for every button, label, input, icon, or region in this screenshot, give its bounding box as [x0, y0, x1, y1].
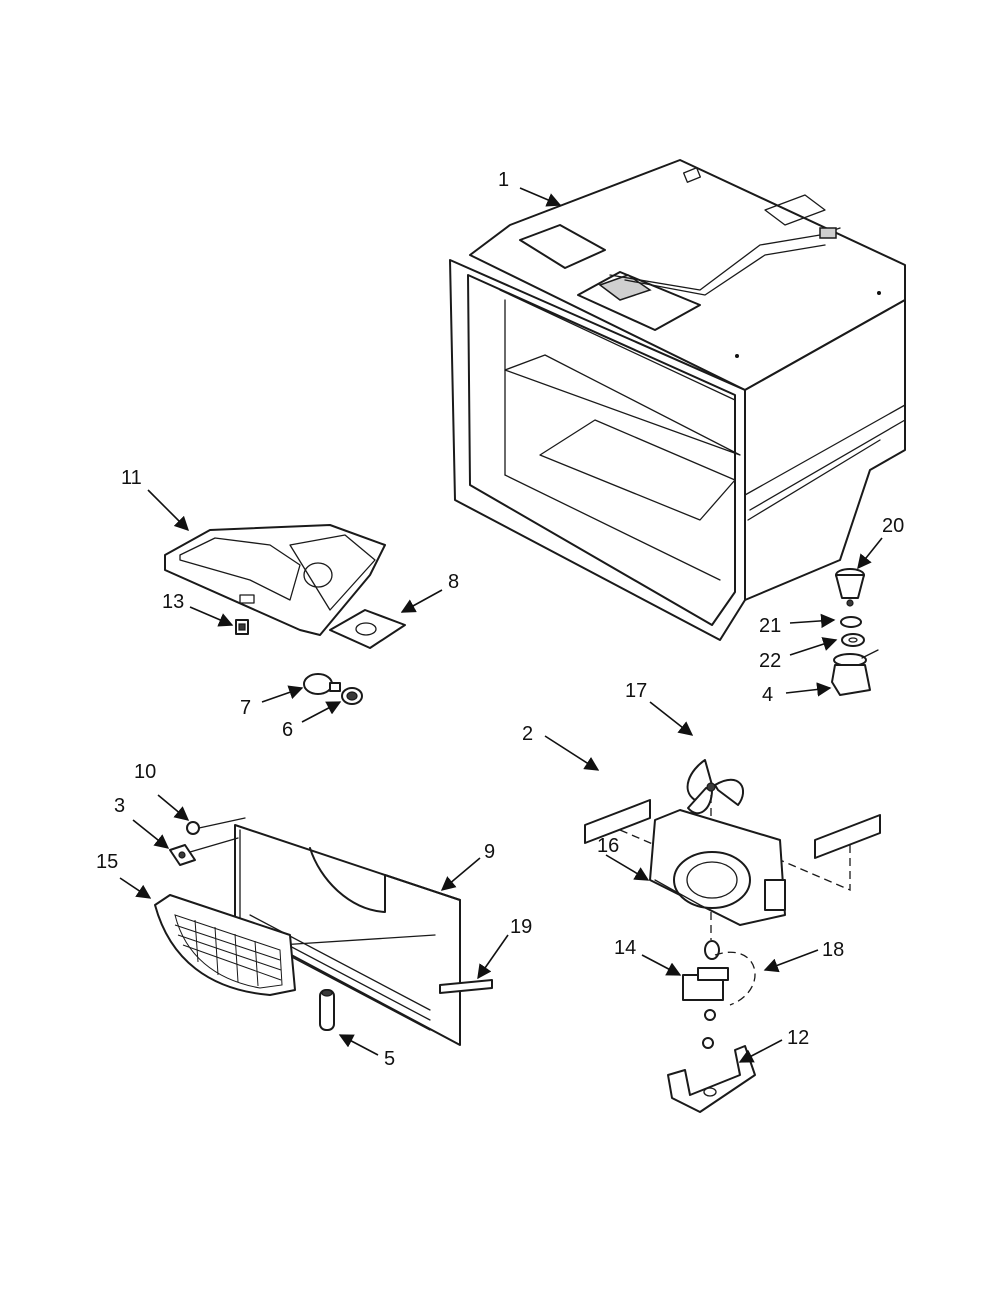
svg-text:17: 17: [625, 680, 647, 702]
svg-text:8: 8: [448, 571, 459, 593]
callout-4: 4: [762, 682, 832, 706]
o-ring-part-21: [840, 616, 862, 628]
svg-text:1: 1: [498, 169, 509, 191]
callout-21: 21: [759, 613, 836, 637]
callout-3: 3: [114, 795, 170, 849]
callout-20: 20: [857, 515, 904, 570]
screw-part-10: [186, 817, 246, 835]
callout-9: 9: [440, 841, 495, 891]
callout-5: 5: [338, 1034, 395, 1070]
grille-part-15: [154, 894, 296, 996]
callout-7: 7: [240, 685, 304, 719]
svg-text:2: 2: [522, 723, 533, 745]
callout-14: 14: [614, 937, 682, 976]
fan-blade-part-17: [686, 759, 744, 815]
svg-text:3: 3: [114, 795, 125, 817]
cup-part-20: [835, 568, 865, 607]
callout-2: 2: [522, 723, 600, 771]
svg-text:16: 16: [597, 835, 619, 857]
svg-text:18: 18: [822, 939, 844, 961]
callout-16: 16: [597, 835, 650, 881]
callout-6: 6: [282, 701, 342, 741]
svg-text:9: 9: [484, 841, 495, 863]
svg-text:4: 4: [762, 684, 773, 706]
gasket-strip-part-19: [439, 979, 493, 994]
clip-part-13: [235, 619, 249, 635]
svg-text:21: 21: [759, 615, 781, 637]
light-bulb-part-7: [303, 673, 341, 695]
drain-tube-part-5: [319, 989, 335, 1031]
svg-text:22: 22: [759, 650, 781, 672]
callout-8: 8: [400, 571, 459, 613]
svg-text:5: 5: [384, 1048, 395, 1070]
light-housing-part-11: [164, 524, 386, 636]
callout-22: 22: [759, 637, 838, 672]
callout-15: 15: [96, 851, 152, 899]
foam-pad-part-2: [584, 799, 881, 891]
callout-1: 1: [498, 169, 562, 207]
callout-18: 18: [763, 939, 844, 973]
svg-text:20: 20: [882, 515, 904, 537]
lens-pad-part-8: [329, 609, 406, 649]
freezer-liner-part-1: [449, 159, 906, 641]
bracket-part-3: [169, 837, 239, 866]
svg-text:12: 12: [787, 1027, 809, 1049]
svg-text:13: 13: [162, 591, 184, 613]
callout-11: 11: [121, 467, 190, 532]
fan-shroud-part-16: [649, 809, 786, 926]
housing-part-4: [831, 649, 879, 696]
washer-part-22: [841, 633, 865, 647]
svg-text:14: 14: [614, 937, 636, 959]
callout-19: 19: [477, 916, 532, 980]
callout-12: 12: [738, 1027, 809, 1063]
svg-text:6: 6: [282, 719, 293, 741]
socket-part-6: [341, 687, 363, 705]
svg-text:19: 19: [510, 916, 532, 938]
svg-text:10: 10: [134, 761, 156, 783]
wire-harness-part-18: [714, 951, 756, 1006]
svg-text:7: 7: [240, 697, 251, 719]
svg-text:15: 15: [96, 851, 118, 873]
callout-10: 10: [134, 761, 190, 821]
callout-13: 13: [162, 591, 234, 627]
motor-bracket-part-12: [667, 1037, 756, 1113]
callout-17: 17: [625, 680, 694, 736]
svg-text:11: 11: [121, 467, 142, 489]
